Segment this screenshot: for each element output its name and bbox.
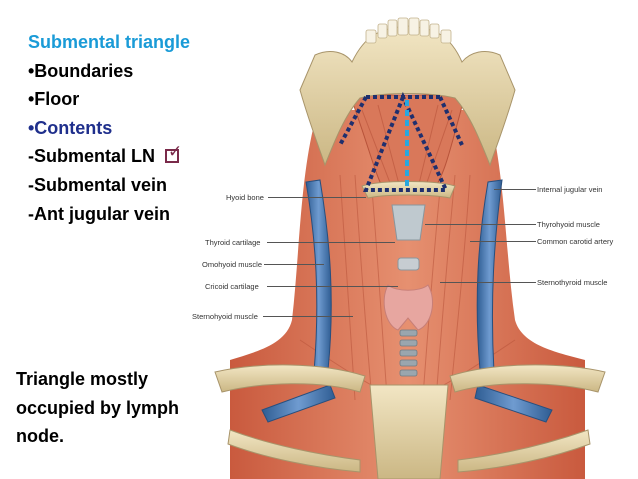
first-rib-right <box>457 429 591 473</box>
contents-item-label: -Submental LN <box>28 146 156 167</box>
bullet-contents: •Contents <box>28 117 113 138</box>
leader-thyroid-cartilage <box>267 242 395 243</box>
checked-box-icon: ✓ <box>165 144 182 164</box>
thyroid-gland <box>383 284 433 331</box>
slide-heading: Submental triangle <box>28 32 191 52</box>
slide-text-block: Submental triangle •Boundaries •Floor •C… <box>28 28 190 228</box>
submental-triangle <box>363 91 450 192</box>
note-line-1: Triangle mostly <box>16 369 149 389</box>
leader-hyoid-bone <box>268 197 366 198</box>
leader-sternohyoid-muscle <box>263 316 353 317</box>
clavicle-left <box>214 364 366 393</box>
label-sternohyoid-muscle: Sternohyoid muscle <box>192 312 258 321</box>
clavicle-right <box>449 364 606 393</box>
label-thyrohyoid-muscle: Thyrohyoid muscle <box>537 220 600 229</box>
first-rib-left <box>227 429 361 473</box>
leader-cricoid-cartilage <box>267 286 398 287</box>
label-hyoid-bone: Hyoid bone <box>226 193 264 202</box>
contents-item-ant-jugular-vein: -Ant jugular vein <box>28 203 171 224</box>
slide-note: Triangle mostly occupied by lymph node. <box>16 365 179 451</box>
leader-omohyoid-muscle <box>264 264 324 265</box>
cricoid-cartilage <box>397 257 420 271</box>
label-internal-jugular-vein: Internal jugular vein <box>537 185 603 194</box>
leader-internal-jugular-vein <box>494 189 536 190</box>
subclavian-vein-left <box>261 384 336 423</box>
leader-sternothyroid-muscle <box>440 282 536 283</box>
contents-item-submental-vein: -Submental vein <box>28 174 168 195</box>
bullet-floor: •Floor <box>28 89 80 110</box>
submental-trapezoid <box>338 95 464 146</box>
note-line-3: node. <box>16 426 64 447</box>
note-line-2: occupied by lymph <box>16 397 180 418</box>
subclavian-vein-right <box>474 384 553 423</box>
leader-common-carotid-artery <box>470 241 536 242</box>
leader-thyrohyoid-muscle <box>425 224 536 225</box>
contents-item-submental-ln: -Submental LN ✓ <box>28 142 190 171</box>
label-cricoid-cartilage: Cricoid cartilage <box>205 282 259 291</box>
label-thyroid-cartilage: Thyroid cartilage <box>205 238 261 247</box>
sternum <box>369 384 449 479</box>
label-sternothyroid-muscle: Sternothyroid muscle <box>537 278 608 287</box>
label-common-carotid-artery: Common carotid artery <box>537 237 614 246</box>
label-omohyoid-muscle: Omohyoid muscle <box>202 260 263 269</box>
thyroid-cartilage <box>391 204 426 241</box>
bullet-boundaries: •Boundaries <box>28 60 134 81</box>
